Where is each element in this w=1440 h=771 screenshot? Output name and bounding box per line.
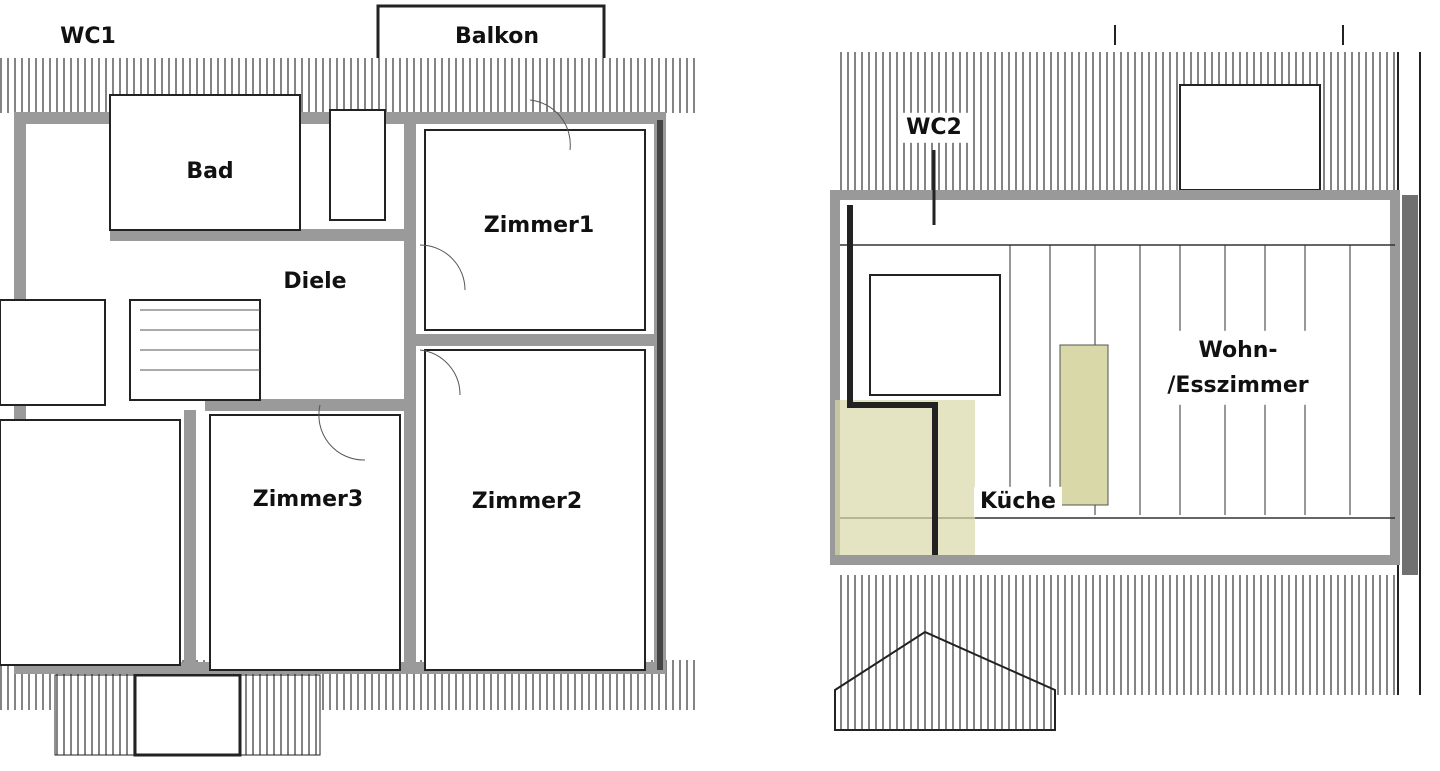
kitchen-counter xyxy=(1059,344,1109,506)
room-label-zimmer3: Zimmer3 xyxy=(246,484,370,516)
room-label-wc2: WC2 xyxy=(900,112,968,144)
room-label-balkon: Balkon xyxy=(449,21,545,53)
left-floor-plan xyxy=(0,4,700,757)
roof-hatch-top xyxy=(0,58,700,113)
room-label-zimmer2: Zimmer2 xyxy=(465,486,589,518)
room-label-wc1: WC1 xyxy=(54,21,122,53)
room-label-zimmer1: Zimmer1 xyxy=(477,210,601,242)
room-label-wohn-esszimmer: Wohn- /Esszimmer xyxy=(1161,330,1315,406)
room-label-kueche: Küche xyxy=(974,486,1062,518)
room-label-bad: Bad xyxy=(180,156,240,188)
room-label-diele: Diele xyxy=(277,266,353,298)
